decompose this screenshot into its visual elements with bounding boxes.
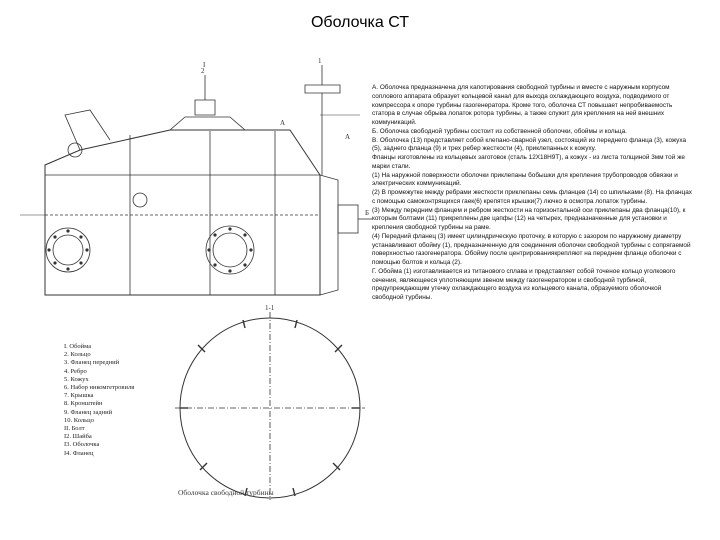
legend-item: II. Болт: [64, 425, 85, 433]
marker-b: Б: [365, 209, 369, 217]
legend-item: 3. Фланец передний: [64, 359, 120, 367]
paragraph: Б. Оболочка свободной турбины состоит из…: [372, 127, 627, 135]
paragraph: Фланцы изготовлены из кольцевых заготово…: [372, 154, 685, 170]
legend-item: 2. Кольцо: [64, 351, 91, 359]
legend-item: I4. Фланец: [64, 449, 94, 457]
legend-item: 10. Кольцо: [64, 416, 94, 424]
legend-item: 6. Набор ннкомгетровиля: [64, 384, 135, 392]
marker-i: I: [203, 61, 206, 69]
paragraph: (3) Между передним фланцем и ребром жест…: [372, 206, 686, 232]
legend-item: 7. Крышка: [64, 392, 94, 400]
paragraph: В. Оболочка (13) представляет собой клеп…: [372, 136, 687, 153]
legend-item: 5. Кожух: [64, 375, 89, 383]
section-label: 1-1: [265, 304, 275, 312]
legend-item: 9. Фланец задний: [64, 408, 113, 416]
parts-legend: I. Обойма 2. Кольцо 3. Фланец передний 4…: [64, 343, 174, 458]
section-view: 1-1: [175, 304, 365, 500]
drawing-caption: Оболочка свободной турбины: [178, 488, 274, 497]
paragraph: (2) В промежутке между ребрами жесткости…: [372, 189, 692, 205]
paragraph: А. Оболочка предназначена для капотирова…: [372, 84, 673, 126]
legend-item: I2. Шайба: [64, 433, 92, 441]
paragraph: (4) Передний фланец (3) имеет цилиндриче…: [372, 232, 691, 266]
legend-item: 8. Кронштейн: [64, 400, 103, 408]
legend-item: I3. Оболочка: [64, 441, 100, 449]
view-label-a2: А: [345, 133, 350, 141]
view-label-a: А: [280, 119, 285, 127]
technical-drawing: А А 1 2 I Б: [20, 57, 372, 296]
marker-1: 1: [318, 57, 322, 65]
paragraph: (1) На наружной поверхности оболочки при…: [372, 171, 678, 188]
page-title: Оболочка СТ: [310, 14, 410, 31]
marker-2: 2: [201, 67, 205, 75]
description-text: А. Оболочка предназначена для капотирова…: [372, 84, 692, 303]
legend-item: 4. Ребро: [64, 367, 87, 375]
paragraph: Г. Обойма (1) изготавливается из титанов…: [372, 267, 676, 301]
legend-item: I. Обойма: [64, 343, 92, 350]
